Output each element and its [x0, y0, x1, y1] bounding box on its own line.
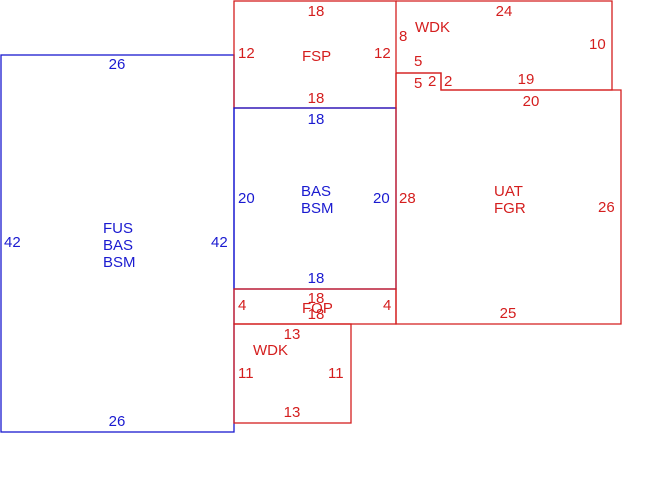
area-wdk-upper-label: WDK	[415, 19, 450, 36]
area-uat-left-dim: 28	[399, 190, 416, 207]
area-wdk-lower-outline	[233, 323, 352, 424]
area-bas-bottom-dim: 18	[308, 270, 325, 287]
area-fus-label-3: BSM	[103, 254, 136, 271]
area-wdk-upper-notch-top-dim: 5	[414, 53, 422, 70]
area-fop-right-dim: 4	[383, 297, 391, 314]
area-fus-label-2: BAS	[103, 237, 133, 254]
area-wdk-upper[interactable]: 24 10 8 5 5 2 2 19 WDK	[396, 0, 613, 92]
area-uat-label-2: FGR	[494, 200, 526, 217]
area-fsp-right-dim: 12	[374, 45, 391, 62]
area-wdk-upper-step-b-dim: 2	[444, 73, 452, 90]
area-bas[interactable]: 18 18 20 20 BAS BSM	[233, 107, 397, 290]
area-fop[interactable]: 18 18 4 4 FOP	[233, 288, 397, 325]
area-bas-label-2: BSM	[301, 200, 334, 217]
area-fus-top-dim: 26	[109, 56, 126, 73]
area-wdk-lower-left-dim: 11	[238, 365, 254, 382]
area-fop-top-dim: 18	[308, 290, 325, 307]
area-wdk-lower[interactable]: 13 13 11 11 WDK	[233, 323, 352, 424]
area-bas-top-dim: 18	[308, 111, 325, 128]
area-fop-bottom-dim: 18	[308, 306, 325, 323]
area-fop-label: FOP	[302, 300, 333, 317]
area-wdk-upper-step-a-dim: 2	[428, 73, 436, 90]
area-bas-label-1: BAS	[301, 183, 331, 200]
area-fus[interactable]: 26 26 42 42 FUS BAS BSM	[0, 54, 235, 433]
area-fus-bottom-dim: 26	[109, 413, 126, 430]
area-fsp-label: FSP	[302, 48, 331, 65]
area-wdk-lower-top-dim: 13	[284, 326, 301, 343]
area-wdk-upper-left-dim: 8	[399, 28, 407, 45]
area-uat[interactable]: 20 25 28 26 UAT FGR	[395, 72, 622, 325]
area-fus-left-dim: 42	[4, 234, 21, 251]
area-fus-label-1: FUS	[103, 220, 133, 237]
area-fsp[interactable]: 18 18 12 12 FSP	[233, 0, 397, 109]
area-bas-left-dim: 20	[238, 190, 255, 207]
area-uat-bottom-dim: 25	[500, 305, 517, 322]
area-wdk-lower-label: WDK	[253, 342, 288, 359]
area-wdk-upper-notch-side-dim: 5	[414, 75, 422, 92]
area-fop-left-dim: 4	[238, 297, 246, 314]
area-fsp-top-dim: 18	[308, 3, 325, 20]
area-wdk-upper-right-dim: 10	[589, 36, 606, 53]
area-uat-outline	[395, 72, 622, 325]
area-wdk-lower-bottom-dim: 13	[284, 404, 301, 421]
area-uat-top-dim: 20	[523, 93, 540, 110]
area-wdk-upper-bottom-dim: 19	[518, 71, 535, 88]
area-wdk-upper-top-dim: 24	[496, 3, 513, 20]
area-fsp-bottom-dim: 18	[308, 90, 325, 107]
area-fus-right-dim: 42	[211, 234, 228, 251]
area-fsp-left-dim: 12	[238, 45, 255, 62]
area-bas-right-dim: 20	[373, 190, 390, 207]
area-uat-label-1: UAT	[494, 183, 523, 200]
area-uat-right-dim: 26	[598, 199, 615, 216]
area-wdk-lower-right-dim: 11	[328, 365, 344, 382]
